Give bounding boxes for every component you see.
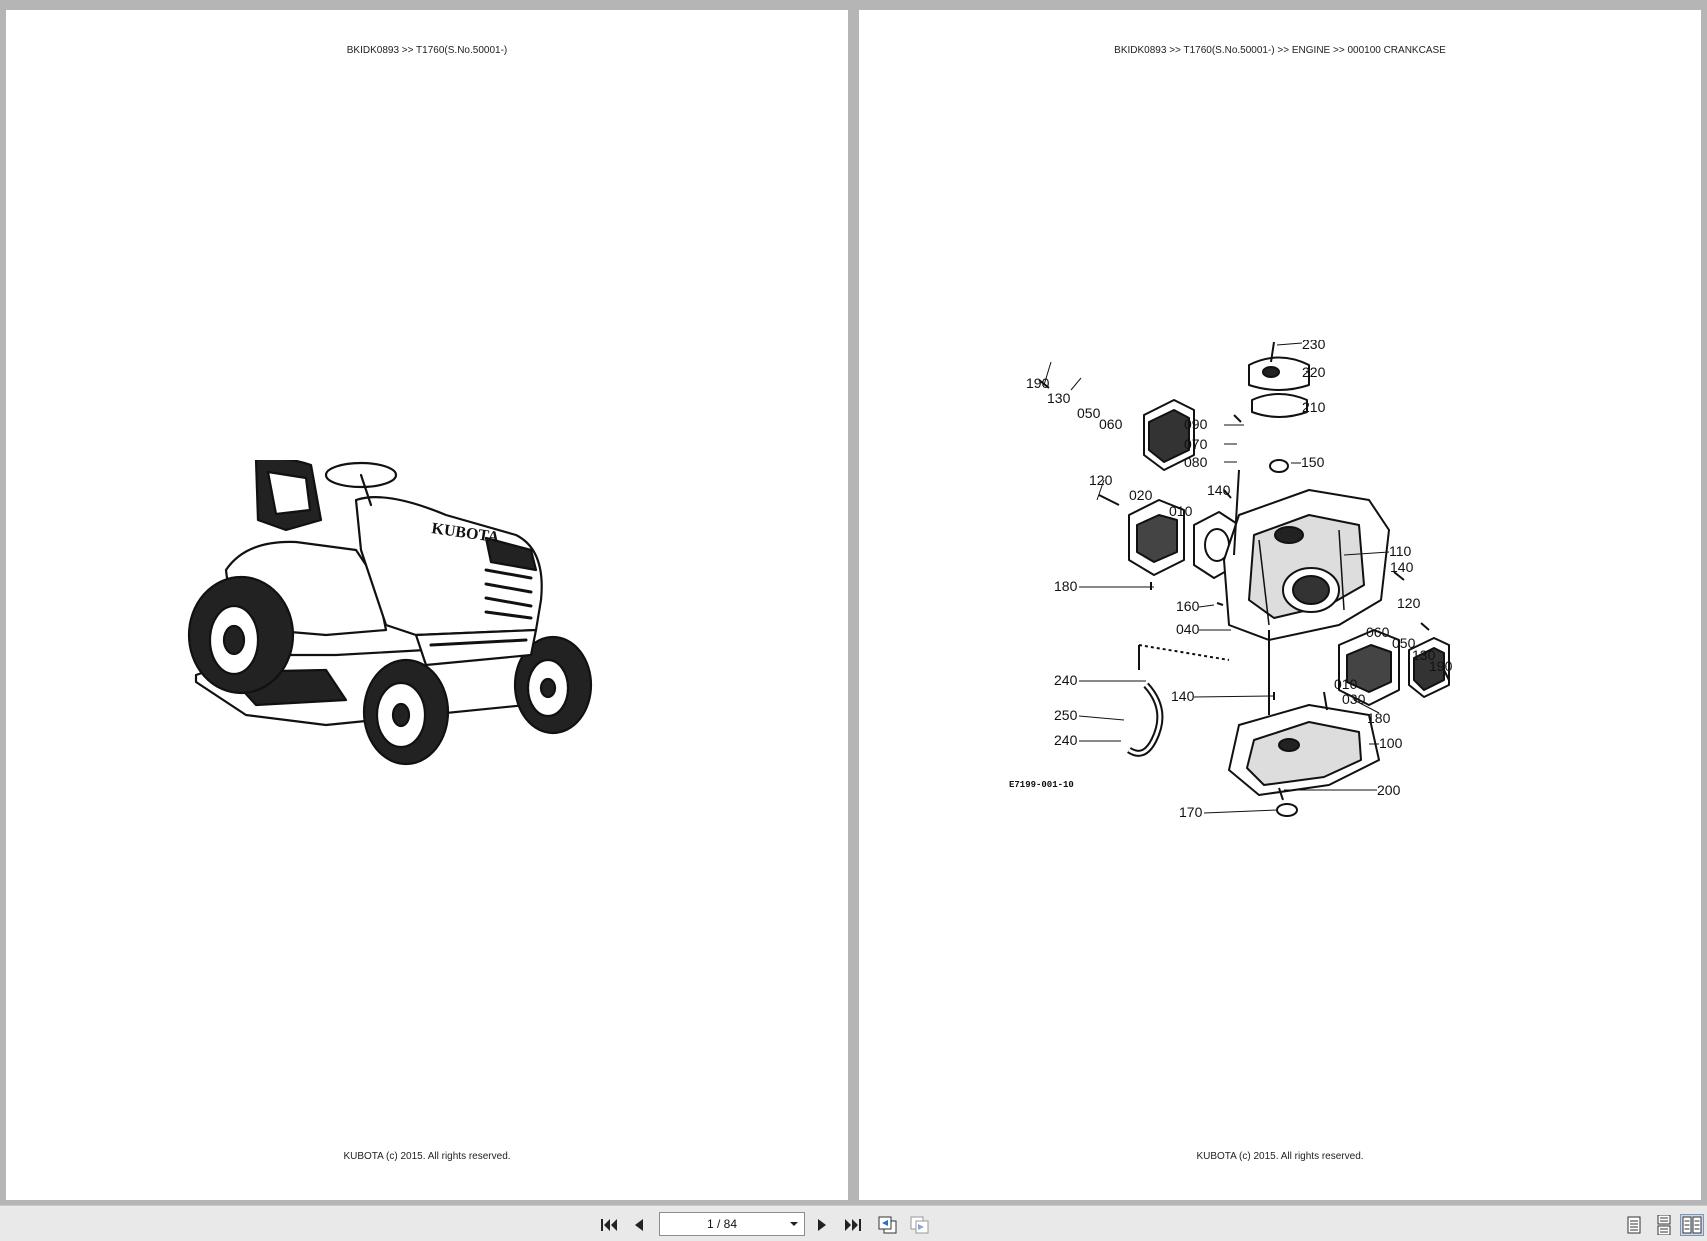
- continuous-view-icon[interactable]: [1653, 1214, 1675, 1236]
- part-number-label: 190: [1429, 658, 1453, 674]
- single-page-view-icon[interactable]: [1623, 1214, 1645, 1236]
- part-number-label: 120: [1089, 472, 1113, 488]
- part-number-label: 040: [1176, 621, 1200, 637]
- part-number-label: 010: [1169, 503, 1193, 519]
- page-header: BKIDK0893 >> T1760(S.No.50001-) >> ENGIN…: [1114, 45, 1446, 56]
- part-number-label: 240: [1054, 732, 1078, 748]
- part-number-label: 180: [1367, 710, 1391, 726]
- document-page-left: BKIDK0893 >> T1760(S.No.50001-): [6, 10, 848, 1200]
- part-number-label: 060: [1099, 416, 1123, 432]
- part-number-label: 240: [1054, 672, 1078, 688]
- part-number-label: 140: [1207, 482, 1231, 498]
- page-header: BKIDK0893 >> T1760(S.No.50001-): [346, 45, 508, 56]
- first-page-icon[interactable]: [598, 1214, 620, 1236]
- part-number-label: 050: [1392, 635, 1416, 651]
- tractor-illustration: KUBOTA: [187, 460, 593, 766]
- chevron-down-icon[interactable]: [784, 1221, 804, 1227]
- part-number-label: 010: [1334, 676, 1358, 692]
- document-page-right: BKIDK0893 >> T1760(S.No.50001-) >> ENGIN…: [859, 10, 1701, 1200]
- last-page-icon[interactable]: [842, 1214, 864, 1236]
- part-number-label: 120: [1397, 595, 1421, 611]
- page-footer: KUBOTA (c) 2015. All rights reserved.: [343, 1151, 511, 1162]
- part-number-label: 200: [1377, 782, 1401, 798]
- part-number-label: 160: [1176, 598, 1200, 614]
- page-indicator[interactable]: 1 / 84: [706, 1217, 738, 1231]
- part-number-label: 030: [1342, 691, 1366, 707]
- part-number-label: 220: [1302, 364, 1326, 380]
- part-number-label: 090: [1184, 416, 1208, 432]
- facing-pages-view-icon[interactable]: [1680, 1214, 1704, 1236]
- part-number-label: 180: [1054, 578, 1078, 594]
- part-number-label: 060: [1366, 624, 1390, 640]
- part-number-label: 110: [1389, 543, 1412, 559]
- page-footer: KUBOTA (c) 2015. All rights reserved.: [1196, 1151, 1364, 1162]
- part-number-label: 170: [1179, 804, 1203, 820]
- go-back-icon[interactable]: [876, 1214, 898, 1236]
- part-number-label: 250: [1054, 707, 1078, 723]
- part-number-label: 050: [1077, 405, 1101, 421]
- part-number-label: 070: [1184, 436, 1208, 452]
- go-forward-icon[interactable]: [908, 1214, 930, 1236]
- previous-page-icon[interactable]: [628, 1214, 650, 1236]
- part-number-label: 080: [1184, 454, 1208, 470]
- part-number-label: 190: [1026, 375, 1050, 391]
- part-number-label: 020: [1129, 487, 1153, 503]
- part-number-label: 130: [1412, 647, 1436, 663]
- figure-code: E7199-001-10: [1009, 780, 1074, 790]
- part-number-label: 140: [1390, 559, 1414, 575]
- part-number-label: 210: [1302, 399, 1326, 415]
- next-page-icon[interactable]: [811, 1214, 833, 1236]
- part-number-label: 150: [1301, 454, 1325, 470]
- part-number-label: 230: [1302, 340, 1326, 352]
- part-number-label: 140: [1171, 688, 1195, 704]
- part-number-label: 100: [1379, 735, 1403, 751]
- viewer-toolbar: 1 / 84: [0, 1205, 1707, 1241]
- page-number-field[interactable]: 1 / 84: [659, 1212, 805, 1236]
- part-number-label: 130: [1047, 390, 1071, 406]
